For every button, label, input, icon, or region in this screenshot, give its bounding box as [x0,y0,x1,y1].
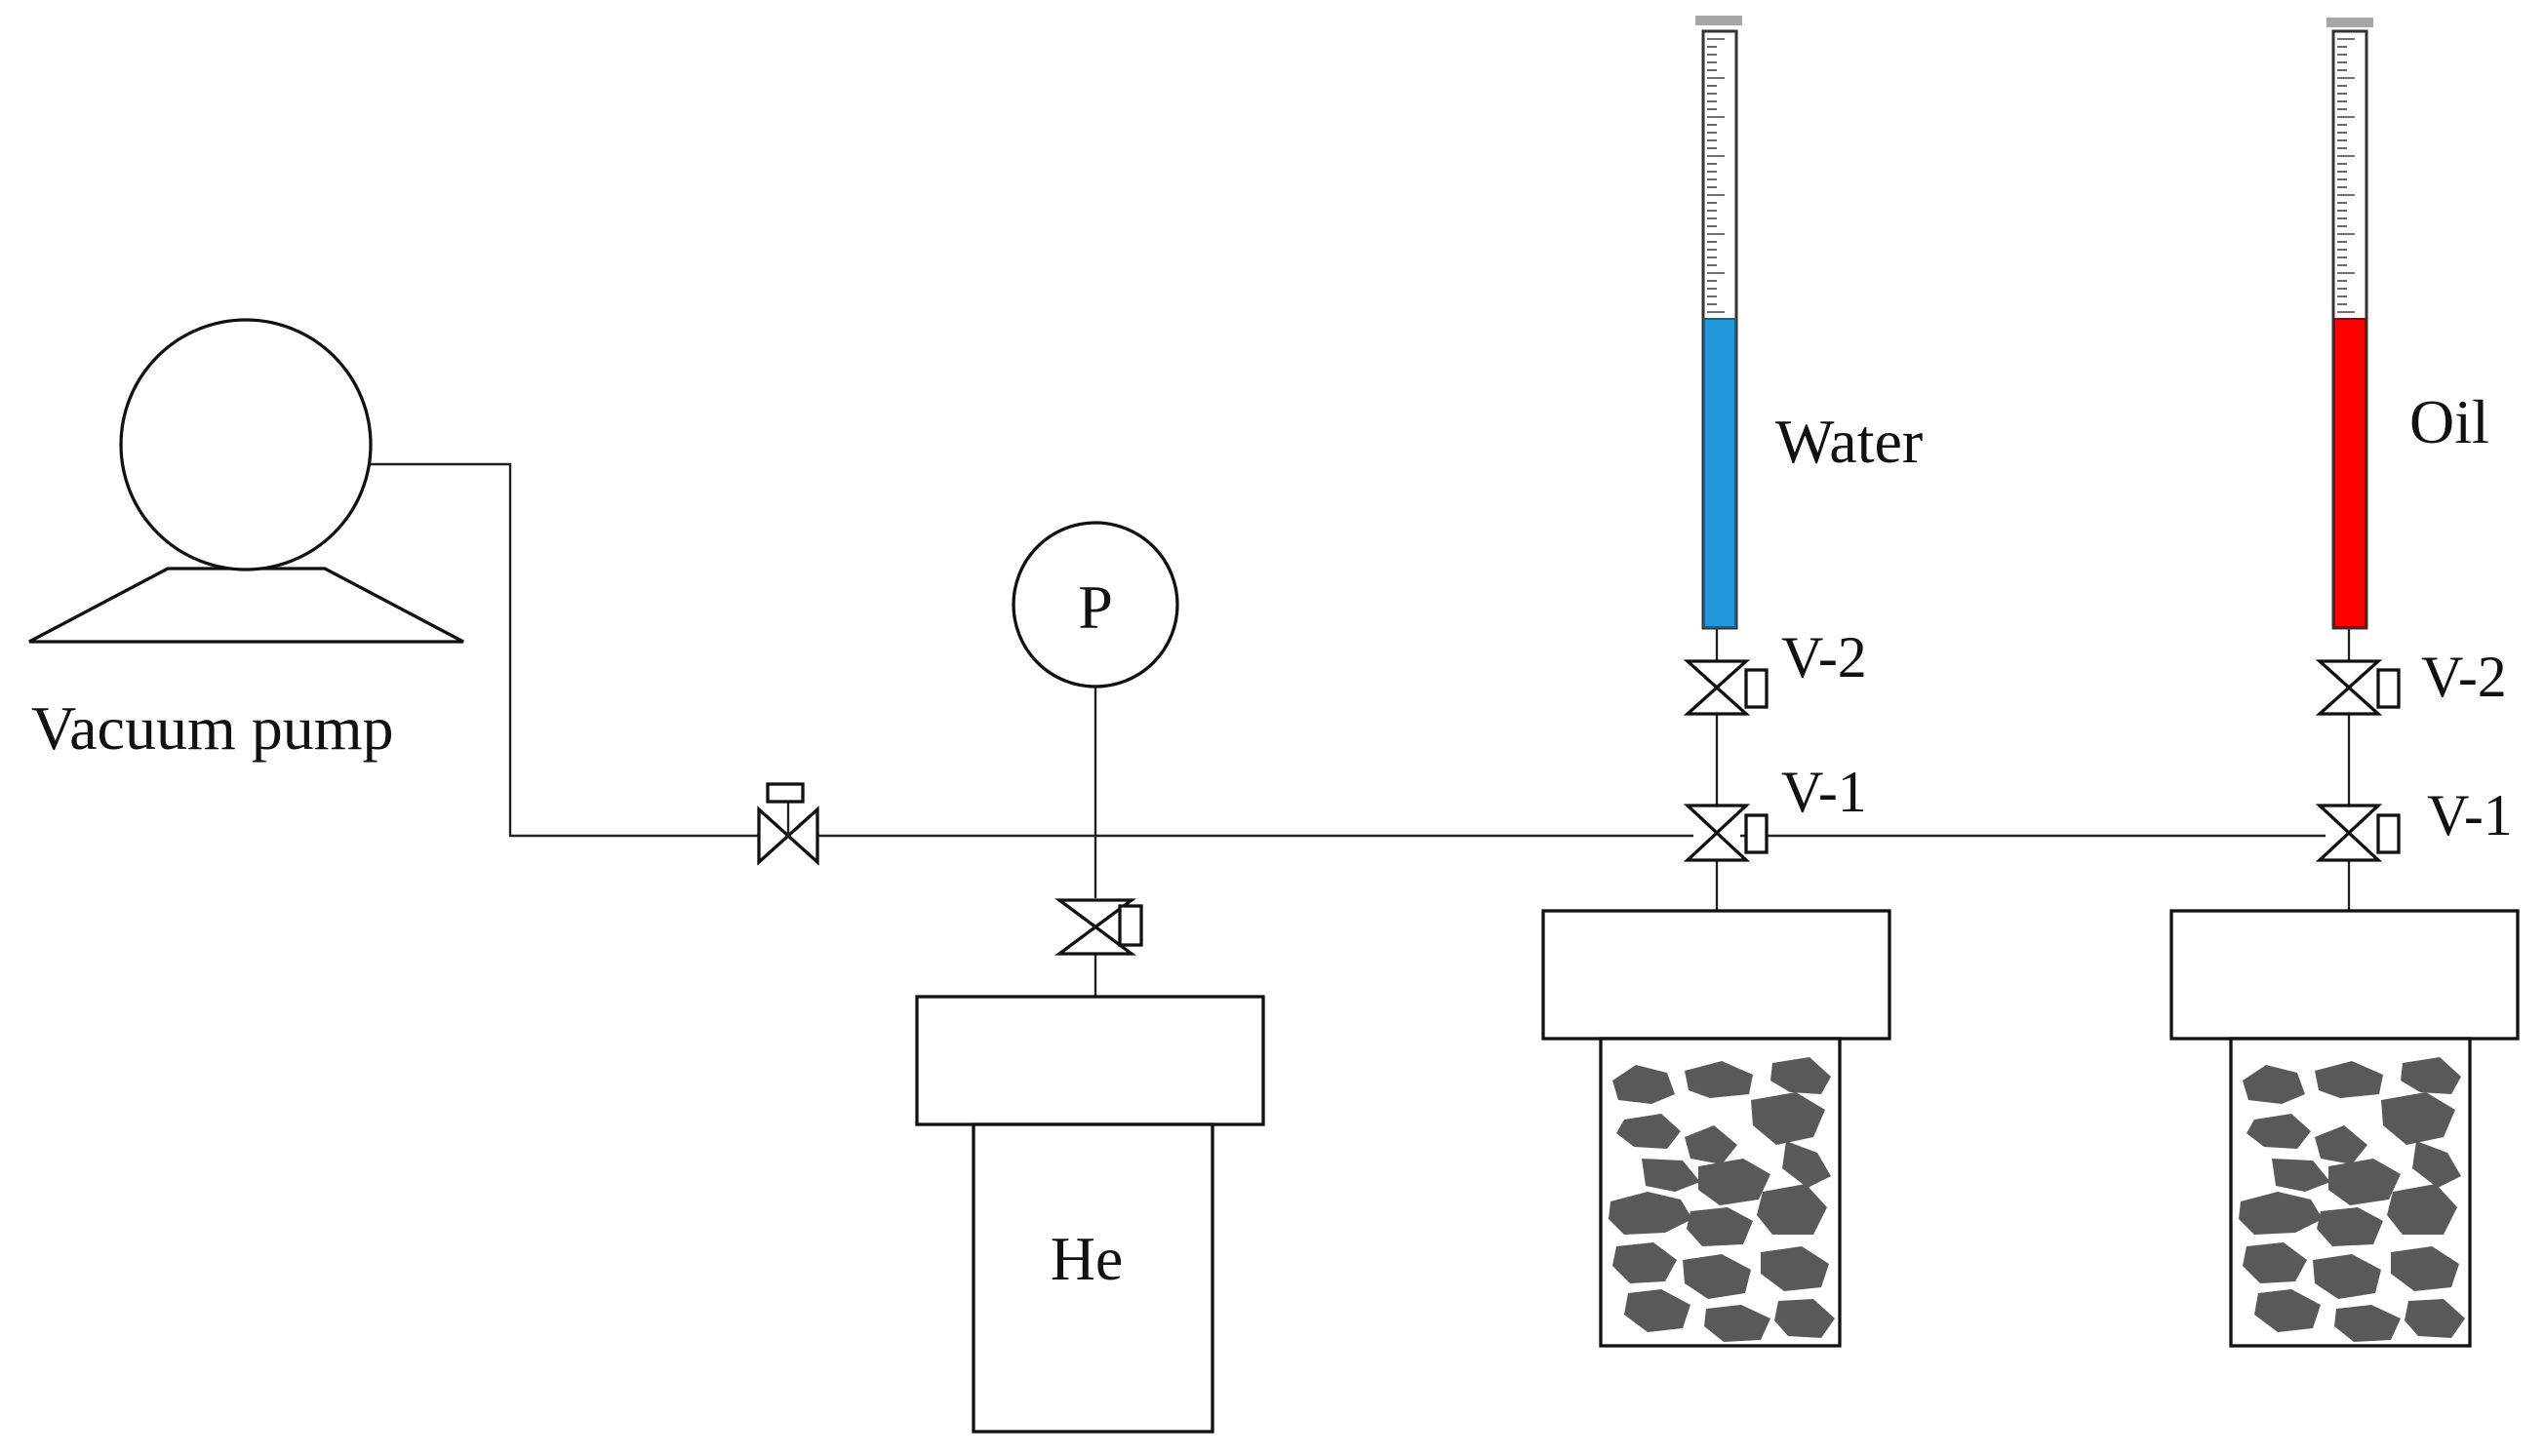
coal-fragment [2313,1254,2381,1299]
coal-fragment [1642,1159,1700,1192]
water-valve-v1-label: V-1 [1781,760,1867,824]
coal-fragment [2243,1065,2305,1104]
oil-label: Oil [2409,387,2489,456]
pressure-gauge-icon [1012,521,1179,689]
helium-valve-icon [1054,898,1143,956]
oil-valve-v1-icon [2315,804,2401,862]
vacuum-pump-label: Vacuum pump [31,693,394,763]
oil-valve-v2-label: V-2 [2421,645,2507,709]
oil-tube-scale [2337,38,2355,321]
oil-fill [2333,318,2366,628]
coal-fragment [2412,1141,2461,1188]
coal-sample [1609,1057,1835,1342]
coal-fragment [1774,1299,1835,1338]
water-fill [1703,318,1736,628]
helium-cylinder-label: He [1051,1224,1124,1293]
coal-fragment [2243,1242,2307,1283]
coal-fragment [1683,1254,1751,1299]
coal-fragment [1609,1192,1692,1235]
coal-fragment [2381,1092,2455,1145]
coal-fragment [2239,1192,2323,1235]
coal-fragment [1612,1065,1675,1104]
coal-fragment [1698,1159,1770,1205]
coal-fragment [2405,1299,2465,1338]
oil-valve-v2-icon [2315,659,2401,716]
coal-fragment [1685,1125,1737,1164]
vacuum-line-valve-icon [757,782,819,866]
water-valve-v2-label: V-2 [1781,625,1867,689]
coal-fragment [2315,1125,2367,1164]
water-tube-scale [1707,38,1725,321]
pressure-gauge-label: P [1078,572,1113,642]
coal-fragment [2254,1289,2321,1332]
coal-fragment [2328,1159,2401,1205]
coal-fragment [2387,1184,2457,1235]
coal-sample [2239,1057,2465,1342]
oil-valve-v1-label: V-1 [2427,783,2513,847]
coal-fragment [1624,1289,1690,1332]
water-valve-v2-icon [1683,659,1769,716]
vacuum-pump-icon [28,318,464,644]
helium-cylinder-icon [915,995,1265,1434]
coal-fragment [1770,1057,1831,1094]
coal-fragment [1704,1305,1770,1342]
coal-fragment [1761,1246,1829,1291]
coal-fragment [2401,1057,2461,1094]
piping [369,462,2351,997]
coal-fragment [1757,1184,1827,1235]
water-sample-cell-icon [1541,909,1891,1348]
coal-fragment [2317,1207,2383,1246]
water-label: Water [1775,407,1923,476]
coal-fragment [1616,1114,1681,1149]
water-graduated-tube-icon [1695,16,1742,630]
coal-fragment [1751,1092,1825,1145]
coal-fragment [2247,1114,2311,1149]
water-valve-v1-icon [1683,804,1769,862]
coal-fragment [2315,1061,2383,1098]
coal-fragment [1685,1061,1753,1098]
coal-fragment [2272,1159,2330,1192]
oil-sample-cell-icon [2169,909,2520,1348]
coal-fragment [1782,1141,1831,1188]
coal-fragment [1687,1207,1753,1246]
coal-fragment [2391,1246,2459,1291]
oil-graduated-tube-icon [2326,18,2373,630]
coal-fragment [2334,1305,2401,1342]
coal-fragment [1612,1242,1677,1283]
